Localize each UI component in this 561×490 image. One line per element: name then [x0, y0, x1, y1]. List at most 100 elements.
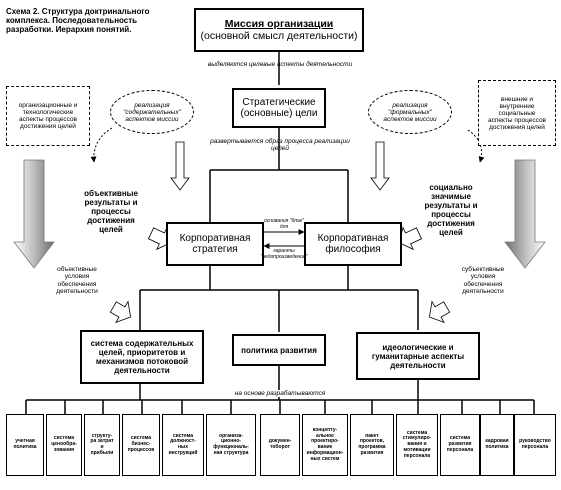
leaf-line: вания и — [407, 441, 427, 448]
left-aspects-line: технологические — [22, 109, 74, 116]
leaf-line: персонала — [403, 452, 431, 459]
leaf-line: учетная — [15, 438, 35, 445]
system-goals-line: целей, приоритетов и — [98, 348, 186, 357]
leaf-line: ра затрат — [90, 438, 114, 445]
left-aspects-line: аспекты процессов — [18, 116, 77, 123]
leaf-line: тоборот — [269, 444, 290, 450]
leaf-line: зования — [53, 446, 75, 453]
mission-box: Миссия организации (основной смысл деяте… — [194, 8, 364, 52]
leaf-line: информацион- — [306, 449, 344, 456]
leaf-line: политика — [485, 444, 509, 450]
corp-strategy-line: стратегия — [192, 244, 238, 255]
leaf-line: функциональ- — [213, 444, 249, 450]
leaf-line: кадровая — [485, 438, 509, 445]
link-top-label: основания "благ" для — [256, 218, 312, 230]
left-side-arrow — [13, 159, 55, 269]
leaf-line: система — [53, 435, 75, 442]
leaf-line: ценообра- — [51, 441, 77, 448]
system-goals-line: система содержательных — [90, 339, 194, 348]
caption-line: разработки. Иерархия понятий. — [6, 24, 132, 34]
link-bottom-line: гаранты — [273, 248, 295, 254]
corp-philosophy-line: Корпоративная — [317, 233, 389, 244]
objective-conditions-text: объективные условия обеспечения деятельн… — [40, 266, 114, 295]
oval-content-aspects: реализация "содержательных" аспектов мис… — [110, 90, 194, 134]
link-top-line: основания "благ" — [263, 218, 304, 224]
link-bottom-label: гаранты "недопроизведения" — [256, 248, 312, 260]
leaf-line: развития — [360, 449, 384, 456]
leaf-line: программа — [358, 444, 386, 450]
leaf-line: концепту- — [312, 426, 338, 433]
leaf-line: организа- — [219, 432, 243, 439]
leaf-line: структу- — [91, 432, 113, 439]
link-bottom-line: "недопроизведения" — [260, 253, 308, 260]
link-top-line: для — [279, 223, 289, 230]
corp-strategy-line: Корпоративная — [179, 233, 251, 244]
subjective-conditions-line: условия — [470, 273, 496, 281]
objective-results-text: объективные результаты и процессы достиж… — [70, 189, 152, 235]
leaf-line: должност- — [170, 438, 196, 445]
leaf-line: инструкций — [168, 449, 198, 456]
connector-mission-label: выделяются целевые аспекты деятельности — [207, 61, 353, 68]
social-results-line: социально — [429, 183, 473, 192]
left-aspects-line: организационные и — [18, 102, 78, 109]
leaf-line: проектиро- — [311, 438, 339, 445]
leaf-line: бизнес- — [131, 441, 151, 448]
leaf-line: вание — [317, 444, 333, 450]
leaf-line: пакет — [365, 432, 379, 439]
leaf-line: ная структура — [213, 449, 249, 456]
leaf-box: организа-ционно-функциональ-ная структур… — [206, 414, 256, 476]
leaf-line: система — [406, 429, 428, 436]
objective-results-line: объективные — [84, 189, 138, 198]
leaf-line: ных — [177, 444, 189, 450]
ideology-line: деятельности — [390, 360, 446, 370]
leaf-line: персонала — [521, 444, 549, 450]
connector-bottom-label: на основе разрабатываются — [210, 390, 350, 398]
right-aspects-line: внутренние — [499, 102, 535, 110]
caption-line: Схема 2. Структура доктринального — [6, 7, 150, 16]
leaf-line: система — [449, 435, 471, 442]
corporate-philosophy-box: Корпоративная философия — [304, 222, 402, 266]
oval-left-line: аспектов миссии — [125, 115, 179, 123]
subjective-conditions-line: деятельности — [462, 287, 504, 295]
caption-line: комплекса. Последовательность — [6, 15, 138, 25]
objective-conditions-line: условия — [64, 273, 90, 281]
development-policy-box: политика развития — [232, 334, 326, 366]
strategic-goals-line: (основные) цели — [240, 108, 318, 119]
leaf-line: проектов, — [359, 438, 385, 445]
connector-goals-line: развертывается образ процесса реализации — [210, 138, 350, 145]
leaf-line: альное — [316, 432, 334, 439]
oval-right-line: "формальных" — [388, 108, 432, 116]
leaf-line: развития — [448, 441, 472, 448]
subjective-conditions-line: обеспечения — [463, 280, 503, 288]
right-aspects-line: аспекты процессов — [487, 116, 547, 124]
system-goals-line: механизмов потоковой — [95, 357, 189, 366]
corporate-strategy-box: Корпоративная стратегия — [166, 222, 264, 266]
objective-results-line: результаты и — [84, 197, 138, 207]
leaf-line: политика — [13, 444, 37, 450]
left-aspects-box: организационные и технологические аспект… — [6, 86, 90, 146]
leaf-line: и — [100, 444, 104, 450]
ideology-line: гуманитарные аспекты — [371, 351, 465, 361]
system-goals-box: система содержательных целей, приоритето… — [80, 330, 204, 384]
leaf-line: стимулиро- — [402, 435, 432, 442]
subjective-conditions-line: субъективные — [461, 266, 505, 273]
development-policy-label: политика развития — [241, 345, 317, 355]
strategic-goals-line: Стратегические — [242, 97, 316, 108]
leaf-line: мотивации — [403, 446, 431, 453]
leaf-line: прибыли — [90, 449, 114, 456]
objective-results-line: достижения — [87, 215, 135, 225]
system-goals-line: деятельности — [114, 366, 170, 375]
subjective-conditions-text: субъективные условия обеспечения деятель… — [446, 266, 520, 295]
social-results-line: результаты и — [424, 200, 478, 210]
